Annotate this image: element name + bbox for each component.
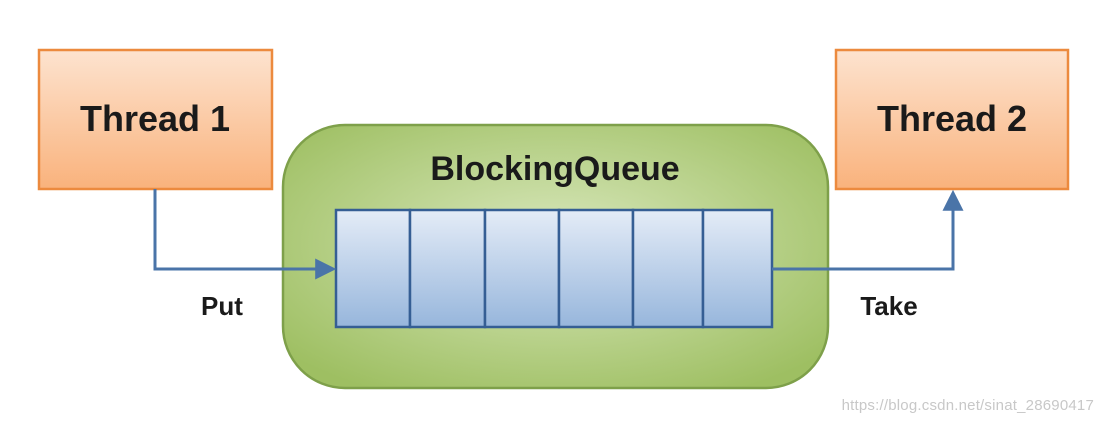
take-arrow bbox=[772, 189, 964, 271]
queue-slot bbox=[334, 208, 412, 329]
watermark-text: https://blog.csdn.net/sinat_28690417 bbox=[841, 397, 1094, 414]
thread-1-label: Thread 1 bbox=[80, 98, 230, 139]
queue-slots bbox=[334, 208, 774, 329]
queue-slot bbox=[408, 208, 487, 329]
thread-1-box bbox=[37, 48, 274, 191]
blocking-queue-label: BlockingQueue bbox=[430, 150, 679, 188]
queue-slot bbox=[557, 208, 635, 329]
thread-2-box bbox=[834, 48, 1070, 191]
take-label: Take bbox=[860, 291, 917, 321]
put-label: Put bbox=[201, 291, 243, 321]
put-arrow bbox=[153, 189, 337, 280]
queue-slot bbox=[631, 208, 705, 329]
queue-slot bbox=[483, 208, 561, 329]
queue-slot bbox=[701, 208, 774, 329]
thread-2-label: Thread 2 bbox=[877, 98, 1027, 139]
